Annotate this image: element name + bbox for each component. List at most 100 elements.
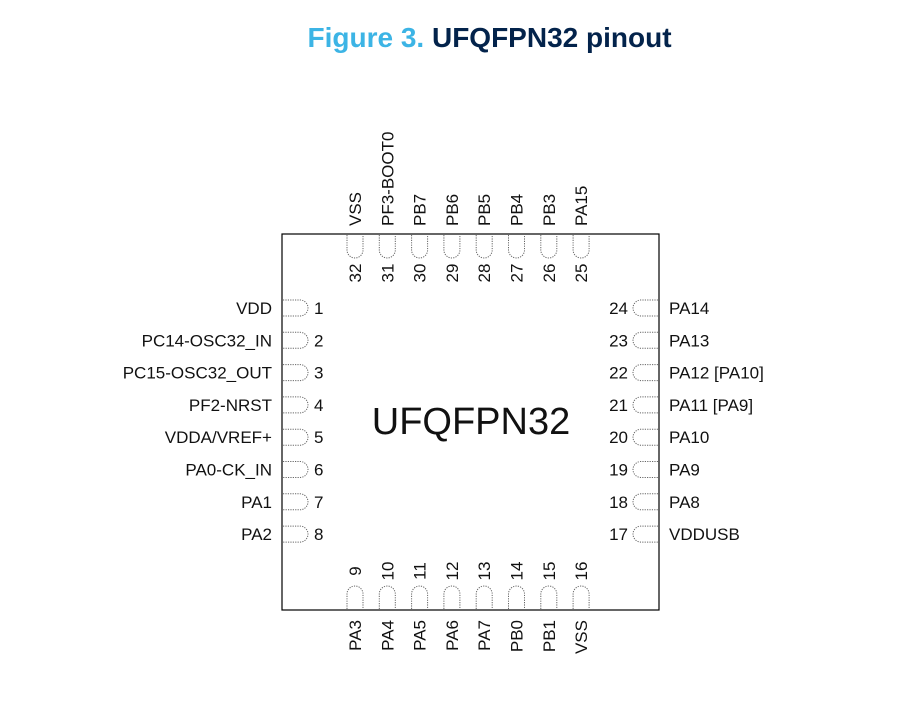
- pin-number: 24: [609, 299, 628, 318]
- pin-name: PA2: [241, 525, 272, 544]
- pin-number: 31: [378, 264, 397, 283]
- pins-layer: 1VDD2PC14-OSC32_IN3PC15-OSC32_OUT4PF2-NR…: [123, 132, 764, 655]
- pin-name: VDD: [236, 299, 272, 318]
- pin-number: 16: [572, 562, 591, 581]
- pin-name: PA10: [669, 428, 709, 447]
- pin-number: 15: [540, 562, 559, 581]
- pin-name: VSS: [346, 192, 365, 226]
- pin-top-31: 31 PF3-BOOT0: [378, 132, 397, 283]
- pin-name: PA1: [241, 493, 272, 512]
- pin-number: 10: [378, 562, 397, 581]
- pin-right-22: 22 PA12 [PA10]: [609, 364, 764, 383]
- pin-number: 9: [346, 566, 365, 575]
- pin-number: 19: [609, 461, 628, 480]
- pin-name: PB7: [411, 194, 430, 226]
- pin-pad: [632, 364, 658, 382]
- pin-pad: [411, 235, 429, 259]
- pin-name: PA0-CK_IN: [185, 461, 272, 480]
- pin-top-25: 25 PA15: [572, 186, 591, 283]
- pin-pad: [508, 585, 525, 609]
- pin-number: 14: [508, 562, 527, 581]
- pin-pad: [283, 396, 309, 414]
- figure-title: Figure 3. UFQFPN32 pinout: [0, 22, 907, 54]
- pin-name: PB5: [475, 194, 494, 226]
- pin-number: 25: [572, 264, 591, 283]
- pin-name: VDDUSB: [669, 525, 740, 544]
- pin-number: 17: [609, 525, 628, 544]
- pin-name: PA11 [PA9]: [669, 396, 753, 415]
- pin-number: 3: [314, 364, 323, 383]
- pin-number: 18: [609, 493, 628, 512]
- pin-left-8: 8 PA2: [241, 525, 323, 544]
- pin-top-29: 29 PB6: [443, 194, 462, 283]
- pin-pad: [346, 585, 364, 609]
- pin-name: PF3-BOOT0: [378, 132, 397, 226]
- pin-name: PA4: [378, 620, 397, 651]
- pin-pad: [632, 396, 658, 414]
- pin-pad: [572, 235, 590, 259]
- pin-number: 30: [411, 264, 430, 283]
- pin-name: PB6: [443, 194, 462, 226]
- pin-name: PA15: [572, 186, 591, 226]
- pin-pad: [632, 461, 658, 478]
- pin-name: PB3: [540, 194, 559, 226]
- pin-number: 1: [314, 299, 323, 318]
- pin-pad: [283, 299, 309, 317]
- pin-pad: [378, 585, 396, 609]
- pin-name: PB1: [540, 620, 559, 652]
- pin-number: 23: [609, 331, 628, 350]
- pin-pad: [283, 364, 309, 382]
- pin-top-32: 32 VSS: [346, 192, 365, 282]
- pin-number: 32: [346, 264, 365, 283]
- pin-name: PB0: [508, 620, 527, 652]
- pin-left-2: 2 PC14-OSC32_IN: [142, 331, 324, 350]
- pin-name: PC15-OSC32_OUT: [123, 364, 272, 383]
- pin-number: 12: [443, 562, 462, 581]
- pin-pad: [283, 331, 309, 349]
- pin-pad: [632, 428, 658, 446]
- pin-top-26: 26 PB3: [540, 194, 559, 283]
- pin-number: 26: [540, 264, 559, 283]
- pin-name: PA12 [PA10]: [669, 364, 764, 383]
- pin-pad: [283, 493, 309, 511]
- pin-name: PC14-OSC32_IN: [142, 331, 272, 350]
- pin-number: 2: [314, 331, 323, 350]
- pin-pad: [572, 585, 590, 609]
- figure-name: UFQFPN32 pinout: [431, 22, 672, 53]
- pin-left-7: 7 PA1: [241, 493, 323, 512]
- pin-pad: [632, 525, 658, 543]
- pin-number: 22: [609, 364, 628, 383]
- pin-right-18: 18 PA8: [609, 493, 700, 512]
- pin-top-30: 30 PB7: [411, 194, 430, 283]
- pin-name: PF2-NRST: [189, 396, 272, 415]
- pin-pad: [346, 235, 364, 259]
- pin-pad: [632, 331, 658, 349]
- pin-number: 7: [314, 493, 323, 512]
- pin-name: PA8: [669, 493, 700, 512]
- pin-name: PA7: [475, 620, 494, 651]
- pin-pad: [378, 235, 396, 259]
- pin-right-17: 17 VDDUSB: [609, 525, 740, 544]
- pin-number: 5: [314, 428, 323, 447]
- pin-name: PA5: [411, 620, 430, 651]
- pin-number: 29: [443, 264, 462, 283]
- pin-number: 6: [314, 461, 323, 480]
- pin-pad: [475, 585, 493, 609]
- pin-right-20: 20 PA10: [609, 428, 709, 447]
- pin-number: 8: [314, 525, 323, 544]
- pin-pad: [283, 525, 309, 543]
- pin-number: 20: [609, 428, 628, 447]
- pin-pad: [443, 585, 461, 609]
